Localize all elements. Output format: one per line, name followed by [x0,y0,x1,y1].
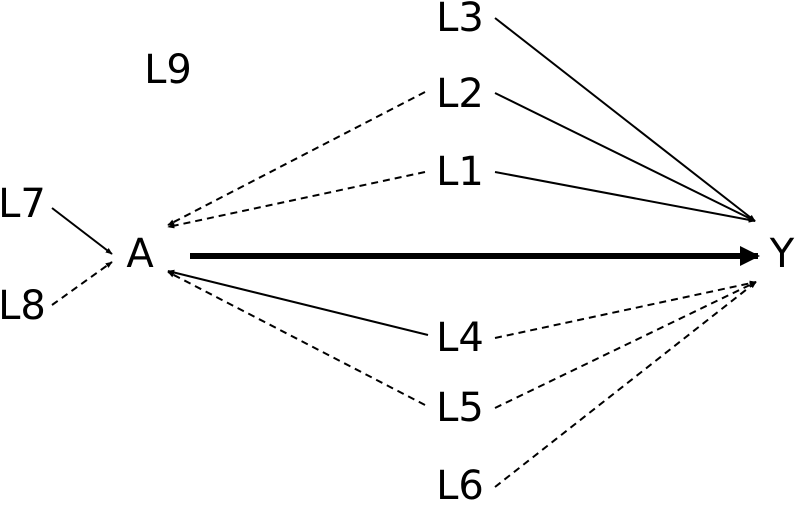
edge-l2-to-y [494,92,756,222]
node-l2: L2 [436,71,484,117]
edge-l5-to-a [167,271,426,406]
edge-l4-to-y [494,280,757,339]
edge-l3-to-y [494,17,756,222]
node-l1: L1 [436,149,484,195]
edge-l4-to-a [167,269,429,336]
node-a: A [126,231,154,277]
edge-l1-to-y [494,171,756,223]
node-l7: L7 [0,181,46,227]
node-l8: L8 [0,283,46,329]
edge-l1-to-a [167,171,426,229]
node-y: Y [769,231,795,277]
edge-l8-to-a [51,261,113,306]
edge-l5-to-y [494,281,757,409]
node-l6: L6 [436,463,484,508]
edge-l2-to-a [167,91,426,226]
node-l3: L3 [436,0,484,41]
edge-l6-to-y [494,281,757,488]
node-l4: L4 [436,315,484,361]
node-l5: L5 [436,385,484,431]
edge-l7-to-a [51,207,113,255]
edges [51,17,760,488]
node-l9: L9 [144,47,192,93]
